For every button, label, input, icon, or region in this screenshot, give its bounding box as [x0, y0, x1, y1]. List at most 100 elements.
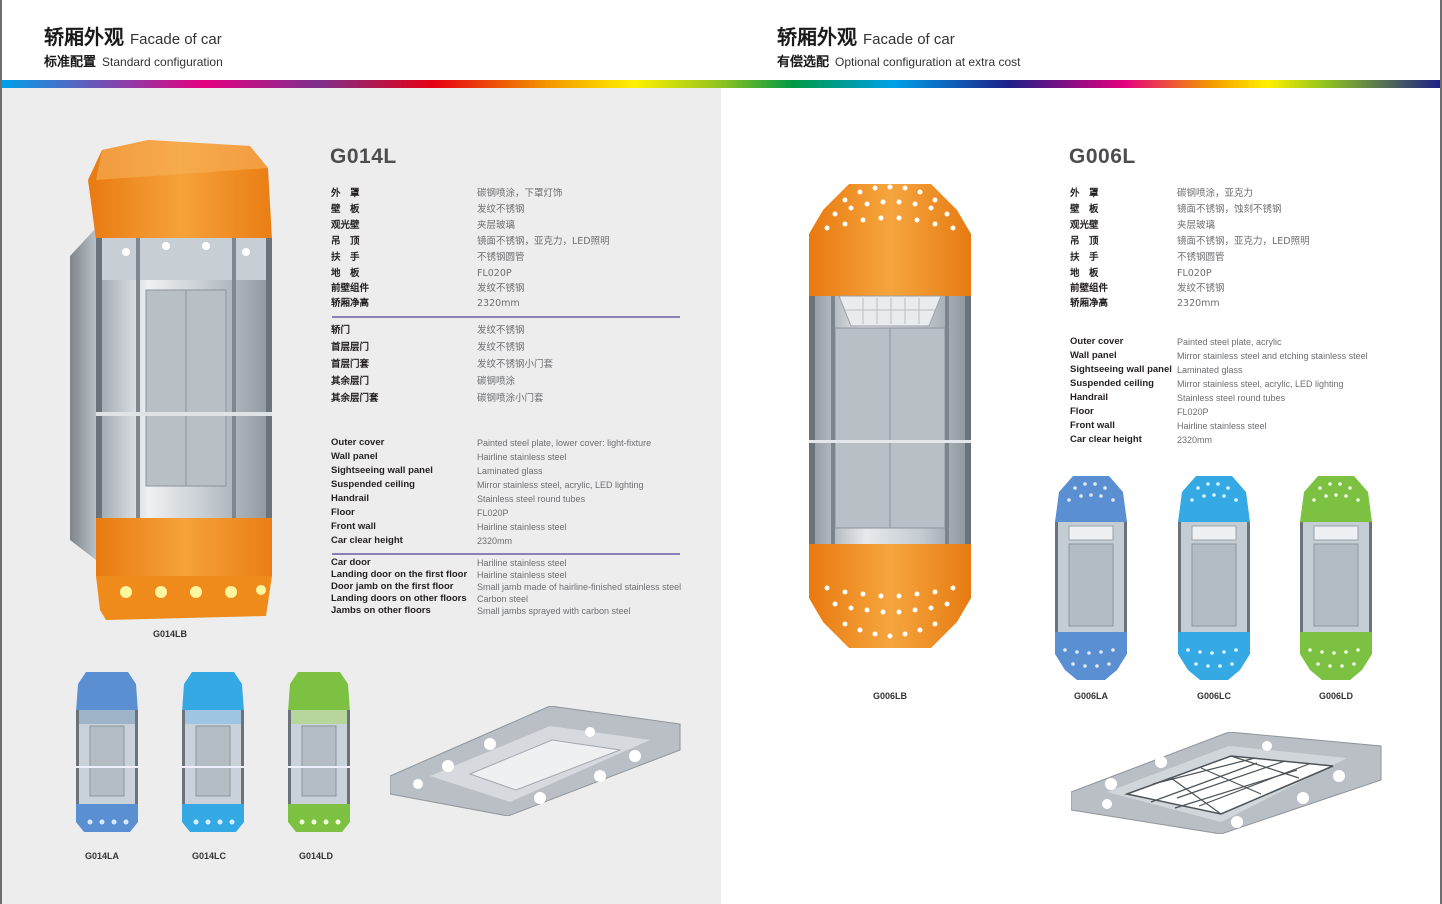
spec-key: 吊 顶: [331, 236, 360, 247]
image-label-g014la: G014LA: [84, 851, 119, 861]
model-title-g014l: G014L: [330, 145, 397, 168]
spec-value: Hairline stainless steel: [477, 452, 567, 462]
elevator-g006lc-image: [1178, 476, 1250, 680]
spec-key: 壁 板: [1070, 204, 1099, 215]
header-subtitle-en: Optional configuration at extra cost: [835, 55, 1021, 69]
spec-key: 首层层门: [331, 342, 370, 353]
header-subtitle-cn: 有偿选配: [777, 55, 830, 70]
spec-key: 其余层门套: [331, 393, 379, 404]
spec-value: 碳钢喷涂: [477, 376, 516, 387]
header-title-cn: 轿厢外观: [777, 25, 857, 49]
elevator-g006ld-image: [1300, 476, 1372, 680]
spec-value: 镜面不锈钢，亚克力，LED照明: [477, 236, 610, 247]
spec-value: 发纹不锈钢小门套: [477, 359, 554, 370]
spec-key: 其余层门: [331, 376, 370, 387]
spec-key: Wall panel: [1070, 350, 1117, 361]
left-panel: G014LB G014LA G014LC G014LD: [2, 88, 721, 904]
spec-value: FL020P: [477, 508, 509, 518]
spec-key: Sightseeing wall panel: [1070, 364, 1172, 375]
spec-value: 镜面不锈钢，亚克力，LED照明: [1177, 236, 1310, 247]
spec-value: Hariline stainless steel: [477, 558, 567, 568]
spec-key: Floor: [1070, 406, 1094, 417]
header-title-en: Facade of car: [130, 31, 222, 48]
spec-value: 2320mm: [1177, 298, 1220, 309]
spec-key: 前壁组件: [331, 283, 370, 294]
spec-key: Handrail: [1070, 392, 1109, 403]
spec-value: 碳钢喷涂，下罩灯饰: [477, 188, 563, 199]
spec-value: FL020P: [477, 268, 512, 279]
spec-value: Small jambs sprayed with carbon steel: [477, 606, 631, 616]
elevator-g014ld-image: [288, 672, 350, 832]
spec-value: Carbon steel: [477, 594, 529, 604]
spec-key: 轿厢净高: [1070, 298, 1109, 309]
spec-key: Handrail: [331, 493, 370, 504]
spec-value: 碳钢喷涂小门套: [477, 393, 544, 404]
spec-key: 外 罩: [1070, 188, 1099, 199]
elevator-g014lb-image: [70, 140, 272, 620]
spec-key: Car clear height: [331, 535, 403, 546]
divider-line: [332, 316, 680, 318]
spec-key: 吊 顶: [1070, 236, 1099, 247]
spec-value: Painted steel plate, lower cover: light-…: [477, 438, 652, 448]
spec-value: Mirror stainless steel, acrylic, LED lig…: [477, 480, 644, 490]
spec-key: Car clear height: [1070, 434, 1142, 445]
spec-key: Suspended ceiling: [331, 479, 415, 490]
image-label-g014ld: G014LD: [298, 851, 333, 861]
spec-key: 壁 板: [331, 204, 360, 215]
image-label-g006la: G006LA: [1073, 691, 1108, 701]
elevator-g006la-image: [1055, 476, 1127, 680]
spec-value: 发纹不锈钢: [477, 342, 525, 353]
rainbow-divider: [2, 80, 1440, 88]
header-title-row: 轿厢外观 Facade of car: [44, 21, 222, 50]
spec-value: 发纹不锈钢: [477, 325, 525, 336]
spec-value: 不锈钢圆管: [1177, 252, 1225, 263]
divider-line: [332, 553, 680, 555]
image-label-g006lb: G006LB: [872, 691, 907, 701]
spec-key: Floor: [331, 507, 355, 518]
spec-key: Front wall: [331, 521, 376, 532]
spec-key: 扶 手: [1070, 252, 1099, 263]
spec-key: Suspended ceiling: [1070, 378, 1154, 389]
right-panel: G006LB G006LA G006LC G006LD: [721, 88, 1440, 904]
spec-value: 夹层玻璃: [1177, 220, 1216, 231]
spec-key: 轿门: [331, 325, 351, 336]
spec-value: Stainless steel round tubes: [1177, 393, 1286, 403]
spec-value: Laminated glass: [477, 466, 543, 476]
spec-value: Hairline stainless steel: [477, 570, 567, 580]
spec-value: Small jamb made of hairline-finished sta…: [477, 582, 682, 592]
spec-value: Mirror stainless steel and etching stain…: [1177, 351, 1368, 361]
image-label-g006ld: G006LD: [1318, 691, 1353, 701]
spec-value: Painted steel plate, acrylic: [1177, 337, 1282, 347]
spec-key: 扶 手: [331, 252, 360, 263]
spec-key: Door jamb on the first floor: [331, 581, 454, 592]
spec-value: 镜面不锈钢，蚀刻不锈钢: [1177, 204, 1282, 215]
spec-key: 观光壁: [1070, 220, 1099, 231]
header-title-en: Facade of car: [863, 31, 955, 48]
spec-value: 发纹不锈钢: [477, 283, 525, 294]
spec-value: 2320mm: [477, 536, 513, 546]
spec-value: 2320mm: [1177, 435, 1213, 445]
spec-key: Car door: [331, 557, 371, 568]
ceiling-g006l-image: [1071, 732, 1382, 834]
spec-key: 外 罩: [331, 188, 360, 199]
header-title-cn: 轿厢外观: [44, 25, 124, 49]
spec-value: 发纹不锈钢: [1177, 283, 1225, 294]
elevator-g006lb-image: [809, 184, 971, 648]
spec-key: Outer cover: [1070, 336, 1124, 347]
image-label-g014lb: G014LB: [152, 629, 187, 639]
spec-key: 首层门套: [331, 359, 370, 370]
spec-key: 前壁组件: [1070, 283, 1109, 294]
spec-value: Laminated glass: [1177, 365, 1243, 375]
spec-value: FL020P: [1177, 268, 1212, 279]
header-subtitle-cn: 标准配置: [44, 55, 97, 70]
spec-key: 轿厢净高: [331, 298, 370, 309]
elevator-g014lc-image: [182, 672, 244, 832]
spec-key: Sightseeing wall panel: [331, 465, 433, 476]
spec-key: 观光壁: [331, 220, 360, 231]
spec-value: 夹层玻璃: [477, 220, 516, 231]
image-label-g006lc: G006LC: [1196, 691, 1231, 701]
spec-key: Landing doors on other floors: [331, 593, 467, 604]
spec-value: Hairline stainless steel: [1177, 421, 1267, 431]
